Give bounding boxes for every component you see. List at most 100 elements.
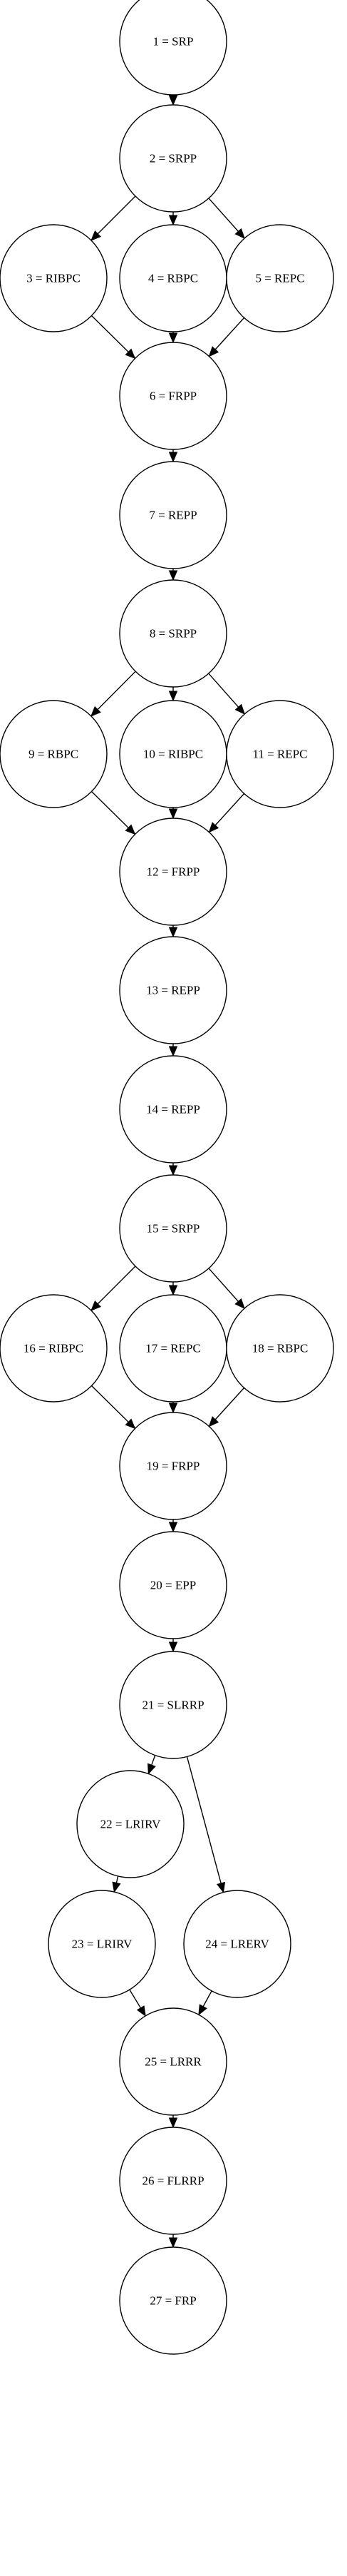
node-label: 18 = RBPC — [252, 1342, 309, 1355]
node-circle — [48, 1890, 156, 1998]
node-label: 25 = LRRR — [145, 2055, 202, 2069]
node-circle — [119, 936, 227, 1044]
edge-9-12 — [91, 791, 129, 828]
node-label: 1 = SRP — [153, 35, 194, 49]
edge-21-22 — [151, 1755, 156, 1766]
edge-24-25 — [202, 1990, 212, 2007]
node-circle — [119, 104, 227, 213]
node-19: 19 = FRPP — [119, 1412, 227, 1520]
edge-15-18 — [208, 1268, 239, 1302]
node-label: 13 = REPP — [146, 984, 200, 997]
arrow-head-icon — [168, 452, 178, 463]
arrow-head-icon — [90, 706, 101, 717]
arrow-head-icon — [90, 230, 102, 241]
node-label: 26 = FLRRP — [142, 2174, 204, 2188]
node-13: 13 = REPP — [119, 936, 227, 1044]
edge-15-16 — [97, 1266, 136, 1305]
node-label: 20 = EPP — [150, 1579, 196, 1592]
edge-18-19 — [214, 1388, 245, 1420]
node-26: 26 = FLRRP — [119, 2127, 227, 2235]
node-2: 2 = SRPP — [119, 104, 227, 213]
node-circle — [0, 224, 108, 332]
node-circle — [119, 1651, 227, 1759]
node-21: 21 = SLRRP — [119, 1651, 227, 1759]
node-22: 22 = LRIRV — [76, 1770, 185, 1878]
node-18: 18 = RBPC — [226, 1294, 334, 1402]
arrow-head-icon — [168, 1522, 178, 1533]
arrow-head-icon — [168, 2117, 178, 2129]
node-circle — [226, 700, 334, 808]
node-20: 20 = EPP — [119, 1531, 227, 1639]
edge-2-3 — [97, 195, 136, 235]
arrow-head-icon — [208, 346, 219, 357]
node-circle — [119, 461, 227, 569]
node-24: 24 = LRERV — [183, 1890, 291, 1998]
node-label: 22 = LRIRV — [100, 1818, 161, 1831]
node-7: 7 = REPP — [119, 461, 227, 569]
edge-2-5 — [208, 198, 239, 232]
arrow-head-icon — [168, 808, 178, 820]
edge-8-11 — [208, 673, 239, 708]
edge-16-19 — [91, 1385, 129, 1422]
node-9: 9 = RBPC — [0, 700, 108, 808]
node-circle — [119, 2007, 227, 2116]
node-circle — [226, 1294, 334, 1402]
node-label: 19 = FRPP — [147, 1460, 200, 1473]
node-12: 12 = FRPP — [119, 818, 227, 926]
edge-8-9 — [97, 671, 136, 711]
node-circle — [119, 579, 227, 688]
node-15: 15 = SRPP — [119, 1174, 227, 1283]
arrow-head-icon — [168, 570, 178, 581]
node-label: 11 = REPC — [253, 748, 308, 761]
arrow-head-icon — [208, 822, 219, 833]
arrow-head-icon — [168, 691, 178, 702]
arrow-head-icon — [168, 332, 178, 344]
arrow-head-icon — [168, 1046, 178, 1057]
arrow-head-icon — [234, 1298, 245, 1310]
node-layer: 1 = SRP 2 = SRPP 3 = RIBPC 4 = RBPC 5 = REPC… — [0, 0, 334, 2355]
node-27: 27 = FRP — [119, 2246, 227, 2355]
arrow-head-icon — [216, 1881, 226, 1893]
node-label: 10 = RIBPC — [143, 748, 203, 761]
node-10: 10 = RIBPC — [119, 700, 227, 808]
node-8: 8 = SRPP — [119, 579, 227, 688]
node-14: 14 = REPP — [119, 1055, 227, 1164]
node-3: 3 = RIBPC — [0, 224, 108, 332]
arrow-head-icon — [234, 703, 246, 715]
node-23: 23 = LRIRV — [48, 1890, 156, 1998]
arrow-head-icon — [125, 824, 136, 835]
node-label: 5 = REPC — [255, 272, 304, 285]
arrow-head-icon — [168, 1402, 178, 1414]
arrow-head-icon — [136, 2005, 146, 2017]
arrow-head-icon — [168, 927, 178, 938]
node-label: 8 = SRPP — [150, 627, 197, 641]
edge-3-6 — [91, 315, 129, 352]
node-25: 25 = LRRR — [119, 2007, 227, 2116]
node-circle — [119, 1531, 227, 1639]
node-label: 21 = SLRRP — [142, 1699, 204, 1712]
node-label: 12 = FRPP — [147, 865, 200, 879]
node-circle — [119, 1055, 227, 1164]
arrow-head-icon — [168, 2237, 178, 2249]
node-1: 1 = SRP — [119, 0, 227, 96]
node-label: 9 = RBPC — [29, 748, 78, 761]
node-circle — [0, 700, 108, 808]
arrow-head-icon — [90, 1300, 102, 1311]
node-circle — [119, 2246, 227, 2355]
edge-5-6 — [214, 317, 245, 350]
node-label: 4 = RBPC — [148, 272, 198, 285]
node-11: 11 = REPC — [226, 700, 334, 808]
edge-23-25 — [129, 1989, 141, 2009]
edge-11-12 — [214, 793, 245, 826]
arrow-head-icon — [168, 1285, 178, 1296]
node-label: 27 = FRP — [150, 2294, 196, 2308]
node-label: 17 = REPC — [145, 1342, 201, 1355]
node-circle — [119, 1174, 227, 1283]
node-label: 2 = SRPP — [150, 152, 197, 166]
node-17: 17 = REPC — [119, 1294, 227, 1402]
arrow-head-icon — [234, 228, 245, 240]
node-circle — [119, 1412, 227, 1520]
arrow-head-icon — [198, 2004, 207, 2016]
node-label: 24 = LRERV — [205, 1938, 269, 1951]
